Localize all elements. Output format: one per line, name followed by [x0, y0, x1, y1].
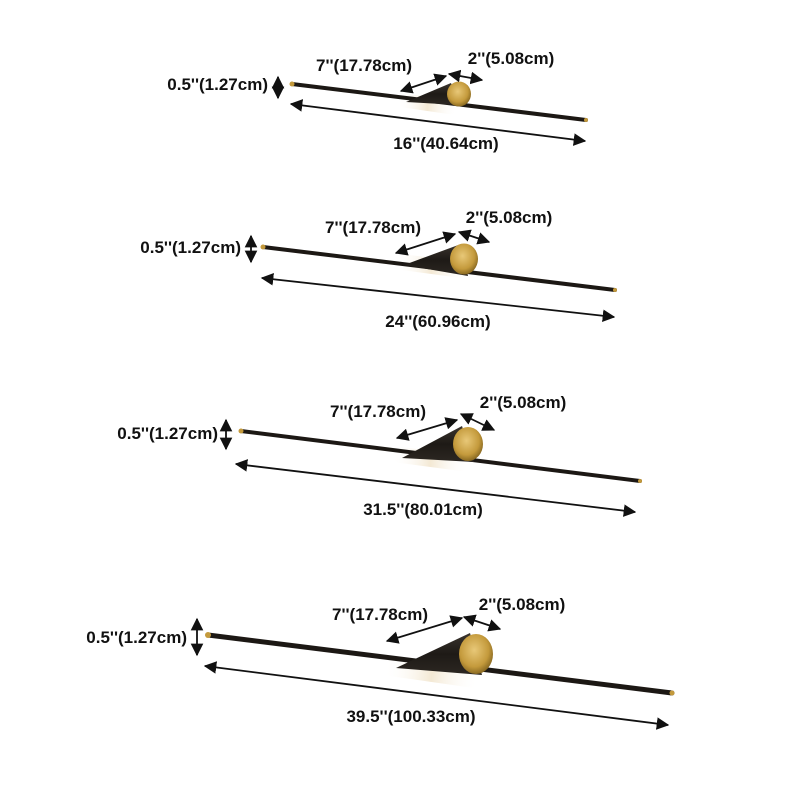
lamp-illustration — [205, 632, 675, 696]
height-label: 0.5''(1.27cm) — [117, 424, 218, 443]
cap-diameter-arrow — [447, 69, 484, 85]
cap-diameter-label: 2''(5.08cm) — [480, 393, 567, 412]
total-length-label: 16''(40.64cm) — [393, 134, 498, 153]
total-length-arrow — [260, 272, 616, 323]
total-length-arrow — [234, 459, 637, 517]
shade-length-arrow — [385, 615, 464, 644]
cap-diameter-arrow — [459, 413, 496, 431]
bar-end-cap-left — [289, 81, 295, 87]
lamp-illustration — [289, 81, 588, 122]
total-length-label: 24''(60.96cm) — [385, 312, 490, 331]
shade-length-label: 7''(17.78cm) — [316, 56, 412, 75]
gold-end-cap — [453, 427, 483, 461]
bar-end-cap-left — [205, 632, 211, 638]
cap-diameter-label: 2''(5.08cm) — [468, 49, 555, 68]
shade-length-label: 7''(17.78cm) — [325, 218, 421, 237]
height-label: 0.5''(1.27cm) — [167, 75, 268, 94]
cap-diameter-label: 2''(5.08cm) — [466, 208, 553, 227]
lamp-variant-2: 0.5''(1.27cm) 7''(17.78cm) 2''(5.08cm) 2… — [140, 208, 617, 331]
height-label: 0.5''(1.27cm) — [140, 238, 241, 257]
total-length-arrow — [289, 99, 587, 146]
gold-end-cap — [450, 243, 478, 275]
total-length-label: 31.5''(80.01cm) — [363, 500, 483, 519]
lamp-illustration — [238, 426, 642, 483]
height-label: 0.5''(1.27cm) — [86, 628, 187, 647]
bar-end-cap-right — [584, 118, 588, 122]
shade-length-arrow — [394, 231, 457, 256]
shade-length-arrow — [399, 73, 448, 94]
lamp-variant-4: 0.5''(1.27cm) 7''(17.78cm) 2''(5.08cm) 3… — [86, 595, 675, 730]
total-length-arrow — [203, 661, 670, 730]
shade-length-arrow — [395, 417, 459, 441]
cap-diameter-arrow — [462, 614, 502, 632]
cap-diameter-label: 2''(5.08cm) — [479, 595, 566, 614]
bar-end-cap-right — [669, 690, 675, 696]
gold-end-cap — [459, 634, 493, 674]
shade-length-label: 7''(17.78cm) — [332, 605, 428, 624]
lamp-illustration — [260, 243, 617, 292]
bar-end-cap-right — [638, 479, 642, 483]
gold-end-cap — [447, 81, 471, 107]
bar-end-cap-right — [613, 288, 617, 292]
lamp-variant-1: 0.5''(1.27cm) 7''(17.78cm) 2''(5.08cm) 1… — [167, 49, 588, 153]
total-length-label: 39.5''(100.33cm) — [346, 707, 475, 726]
cap-diameter-arrow — [457, 229, 491, 245]
bar-end-cap-left — [238, 428, 244, 434]
shade-length-label: 7''(17.78cm) — [330, 402, 426, 421]
bar-end-cap-left — [260, 244, 266, 250]
lamp-variant-3: 0.5''(1.27cm) 7''(17.78cm) 2''(5.08cm) 3… — [117, 393, 642, 519]
